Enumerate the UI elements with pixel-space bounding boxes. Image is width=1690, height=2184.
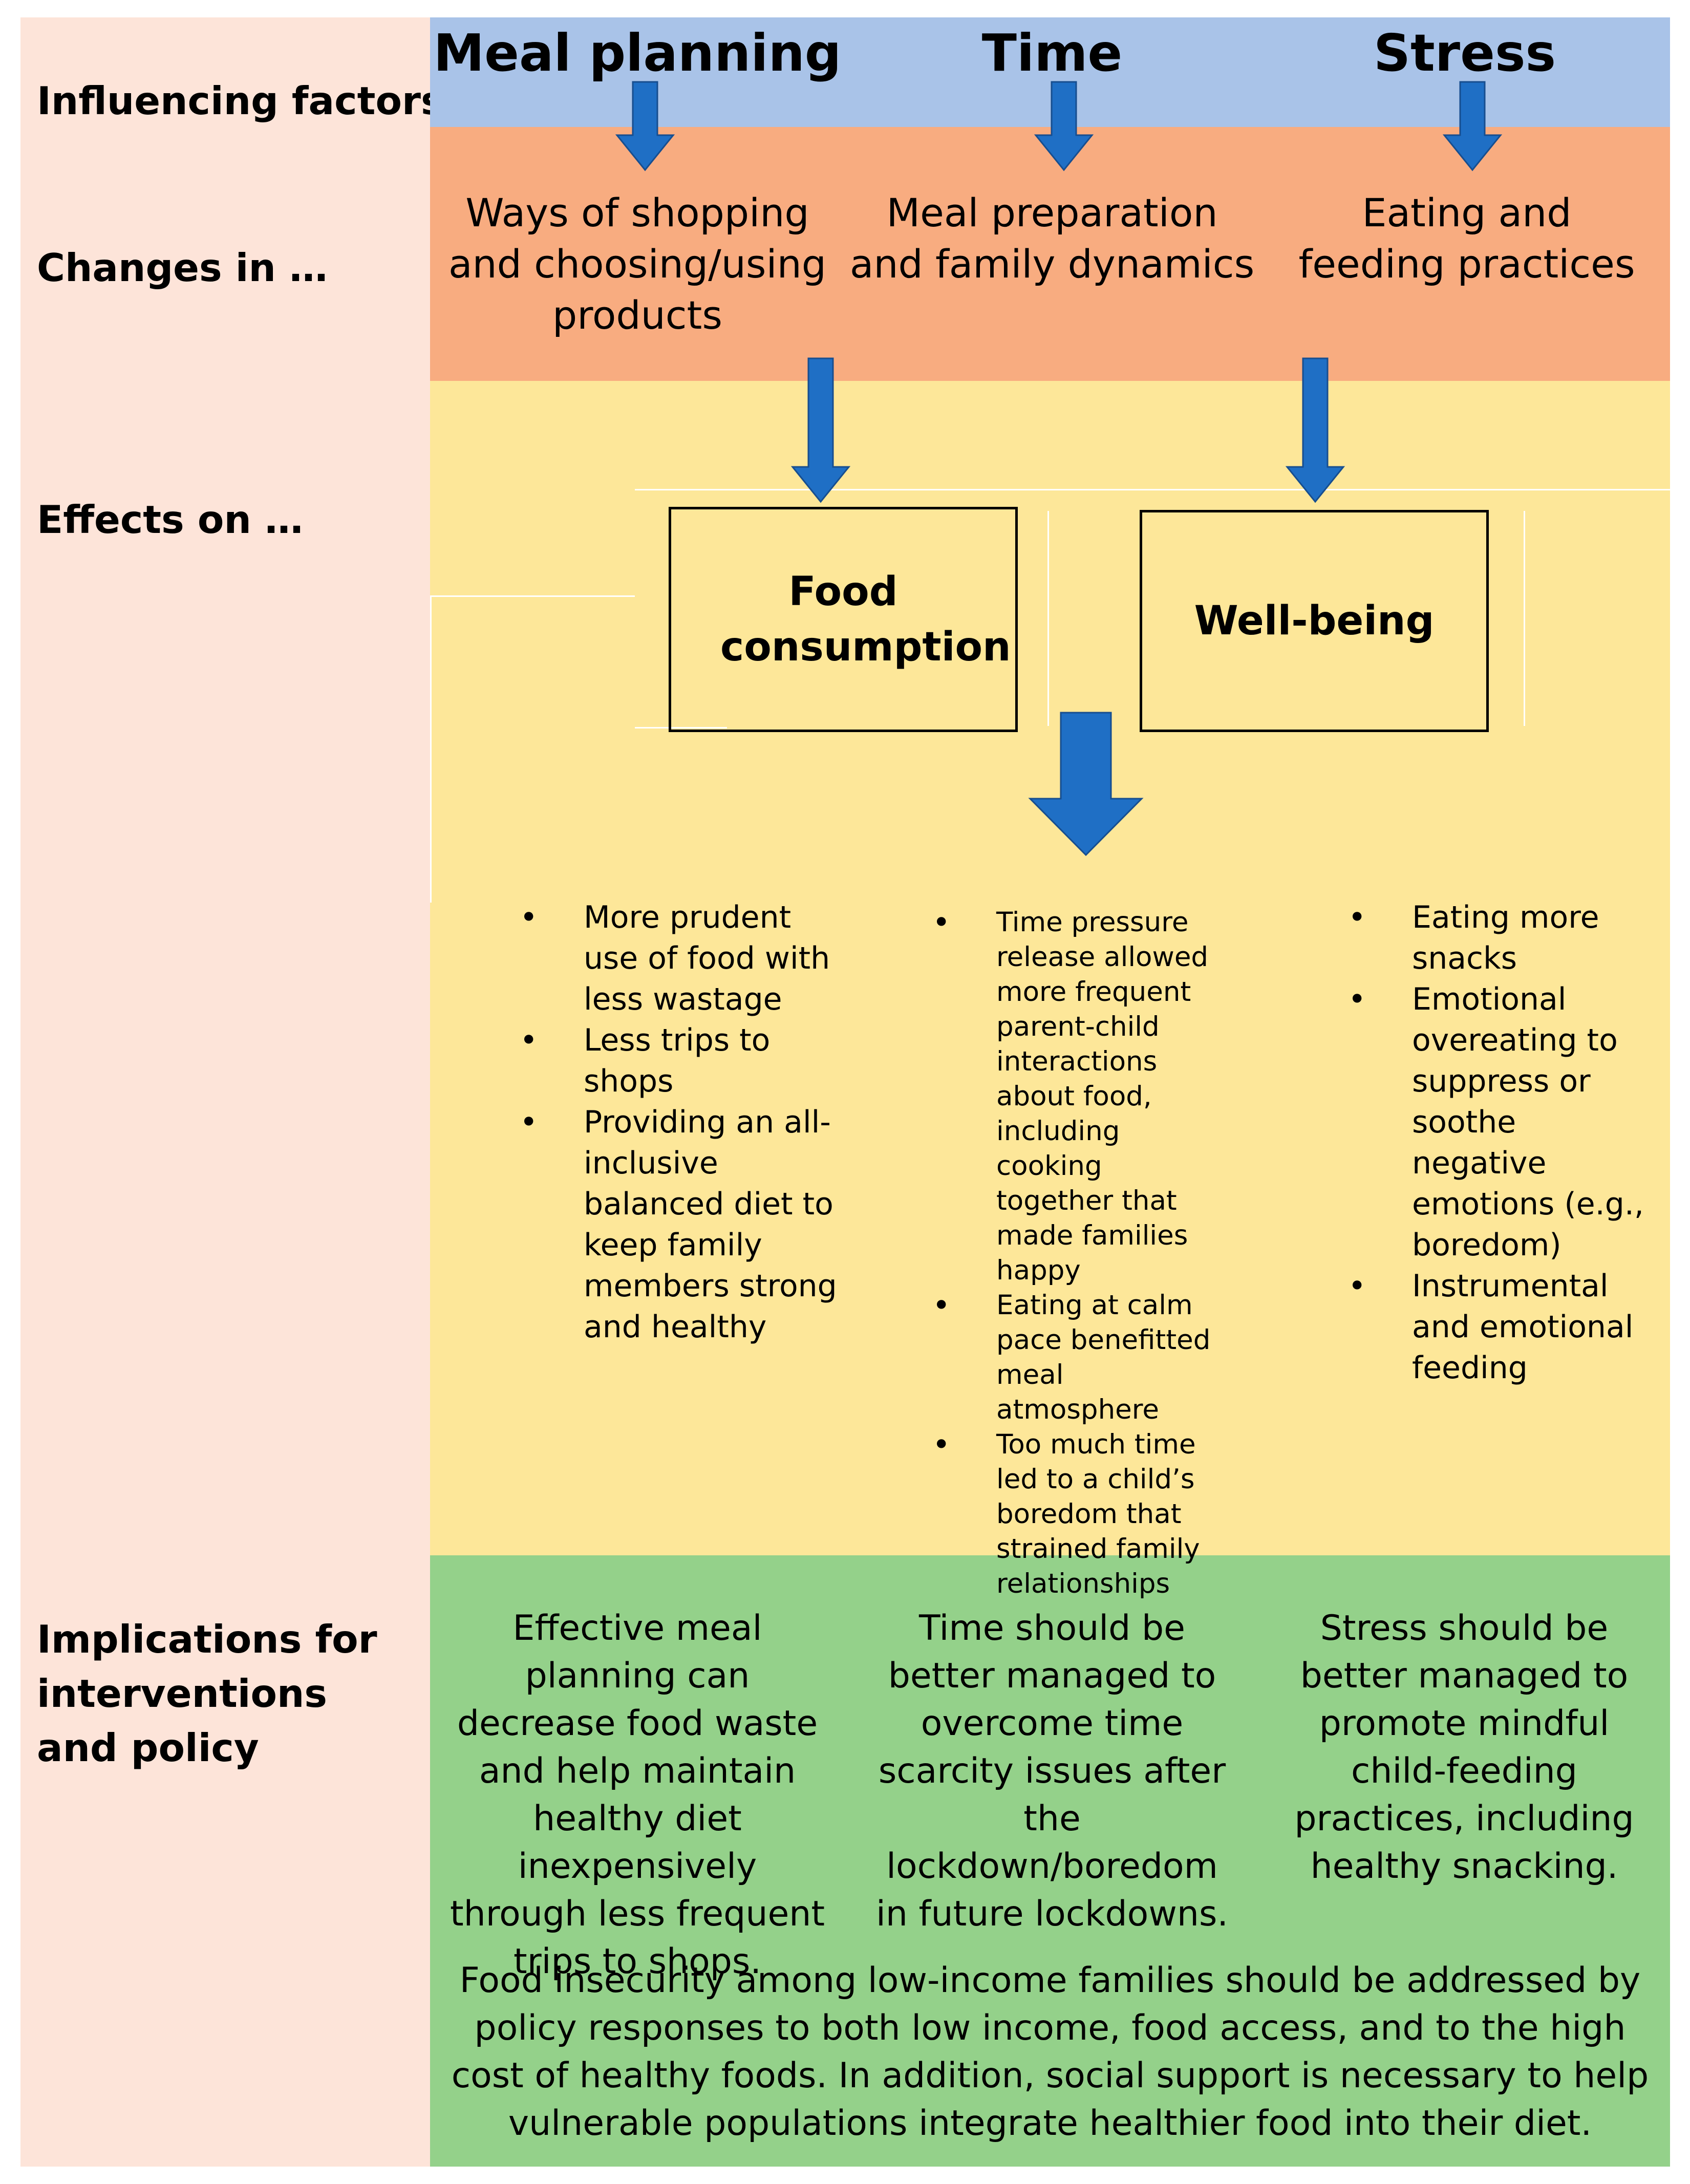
row-label-column: [20, 17, 430, 2167]
factor-meal-planning: Meal planning: [433, 23, 842, 83]
details-time-list: Time pressure release allowed more frequ…: [932, 905, 1252, 1601]
arrow-down-icon: [1028, 712, 1144, 857]
list-item: Eating more snacks: [1348, 897, 1617, 979]
effect-food-consumption: Food consumption: [669, 507, 1018, 732]
list-item: Too much time led to a child’s boredom t…: [932, 1427, 1232, 1601]
implication-stress: Stress should be better managed to promo…: [1294, 1608, 1634, 1887]
arrow-down-icon: [1034, 81, 1094, 172]
change-meal-preparation: Meal preparation and family dynamics: [849, 190, 1255, 287]
factor-stress: Stress: [1373, 23, 1556, 83]
arrow-down-icon: [1285, 357, 1345, 503]
guide-line-top: [635, 489, 1670, 490]
list-item: Instrumental and emotional feeding: [1348, 1266, 1658, 1388]
list-item: More prudent use of food with less wasta…: [520, 897, 840, 1020]
details-meal-planning-list: More prudent use of food with less wasta…: [520, 897, 840, 1347]
arrow-down-icon: [790, 357, 851, 503]
effect-well-being: Well-being: [1140, 510, 1489, 732]
guide-line-middle: [1047, 511, 1049, 726]
policy-note: Food insecurity among low-income familie…: [451, 1960, 1649, 2144]
row-label-influencing-factors: Influencing factors: [37, 78, 444, 123]
arrow-down-icon: [1442, 81, 1503, 172]
effect-food-consumption-label: Food consumption: [720, 569, 1011, 670]
changes-band: [430, 127, 1670, 381]
list-item: Eating at calm pace benefitted meal atmo…: [932, 1288, 1232, 1427]
row-label-effects-on: Effects on …: [37, 497, 303, 542]
change-shopping: Ways of shopping and choosing/using prod…: [448, 190, 827, 338]
row-label-changes-in: Changes in …: [37, 245, 328, 290]
list-item: Providing an all-inclusive balanced diet…: [520, 1102, 840, 1347]
guide-line-bottom: [635, 727, 727, 729]
implications-band: [430, 1555, 1670, 2167]
effect-well-being-label: Well-being: [1194, 598, 1435, 644]
details-stress-list: Eating more snacks Emotional overeating …: [1348, 897, 1668, 1388]
list-item: Less trips to shops: [520, 1020, 840, 1102]
guide-line-right: [1524, 511, 1525, 726]
guide-line-left-vertical: [430, 595, 432, 903]
factor-time: Time: [981, 23, 1123, 83]
implication-time: Time should be better managed to overcom…: [875, 1608, 1229, 1934]
change-eating-feeding: Eating and feeding practices: [1298, 190, 1635, 287]
list-item: Time pressure release allowed more frequ…: [932, 905, 1222, 1288]
list-item: Emotional overeating to suppress or soot…: [1348, 979, 1658, 1266]
row-label-implications: Implications for interventions and polic…: [37, 1617, 377, 1770]
arrow-down-icon: [615, 81, 675, 172]
implication-meal-planning: Effective meal planning can decrease foo…: [450, 1608, 825, 1982]
guide-line-left: [430, 595, 635, 597]
